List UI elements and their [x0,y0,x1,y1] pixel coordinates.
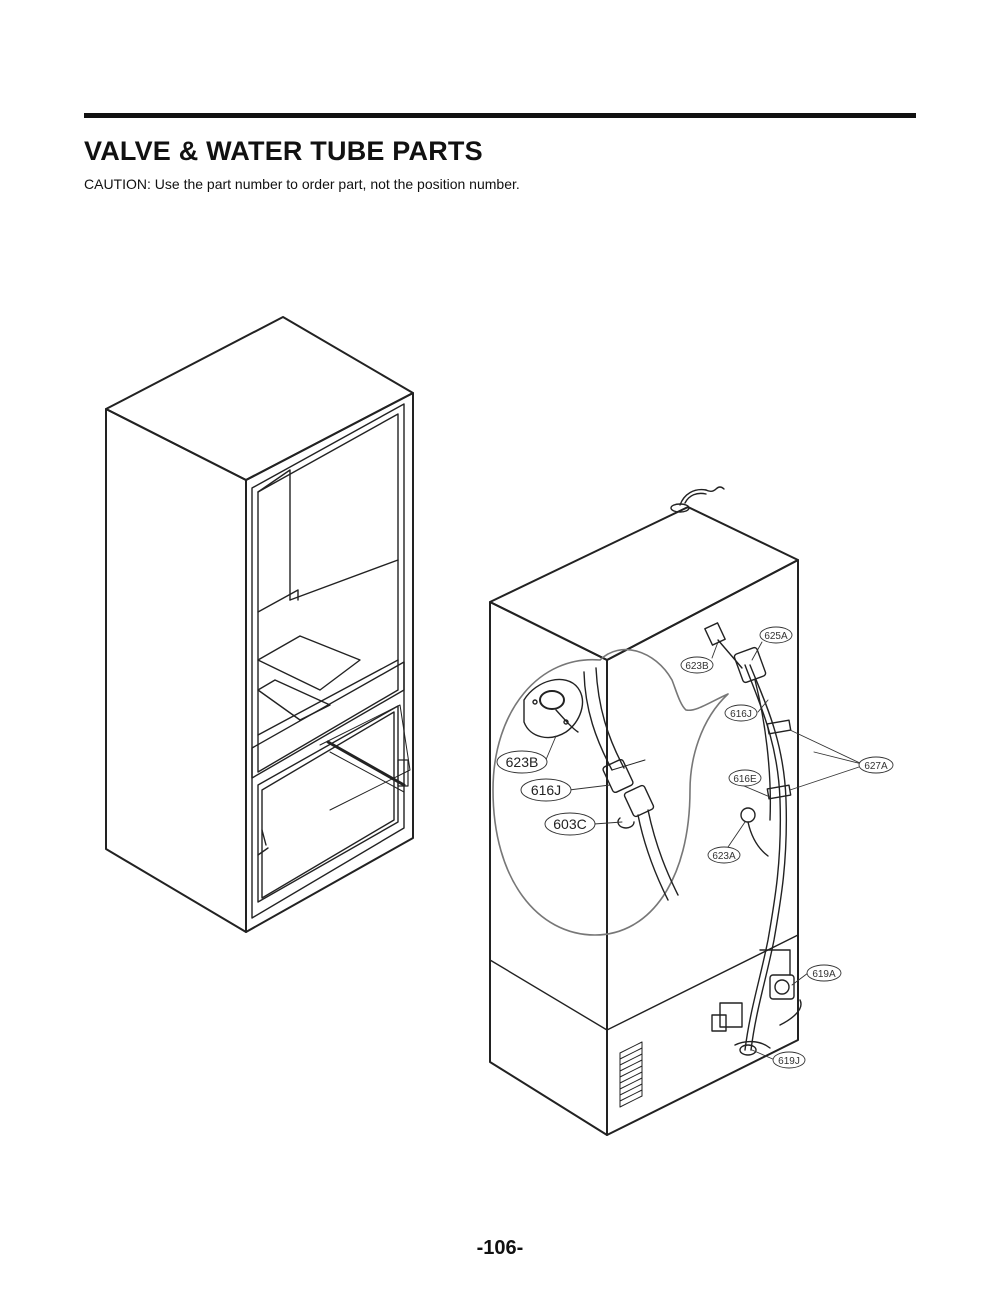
callout-625a [759,626,793,644]
callouts [496,626,894,1069]
callout-labels: 625A 623B 616J 627A 616E 623A 619A 619J … [506,631,888,1067]
callout-623a [707,846,741,864]
callout-627a [858,756,894,774]
page-title: VALVE & WATER TUBE PARTS [84,136,483,166]
label-619a: 619A [812,969,836,980]
cabinet-front-view [105,316,414,933]
label-detail-616j: 616J [531,782,561,798]
label-623b: 623B [685,661,709,672]
page-number: -106- [476,1237,524,1259]
label-detail-603c: 603C [553,816,586,832]
callout-616j [724,704,758,722]
callout-detail-623b [496,750,548,774]
callout-detail-616j [520,778,572,802]
leader-lines [544,641,863,1061]
label-619j: 619J [778,1056,800,1067]
label-detail-623b: 623B [506,754,539,770]
label-627a: 627A [864,761,888,772]
label-616j: 616J [730,709,752,720]
callout-623b [680,656,714,674]
callout-619j [772,1051,806,1069]
label-625a: 625A [764,631,788,642]
header-rule [84,113,916,118]
caution-note: CAUTION: Use the part number to order pa… [84,176,520,192]
callout-616e [728,769,762,787]
label-623a: 623A [712,851,736,862]
callout-619a [806,964,842,982]
label-616e: 616E [733,774,757,785]
callout-detail-603c [544,812,596,836]
detail-magnifier [492,648,729,936]
cabinet-rear-view [489,486,802,1136]
detail-contents [523,667,679,901]
